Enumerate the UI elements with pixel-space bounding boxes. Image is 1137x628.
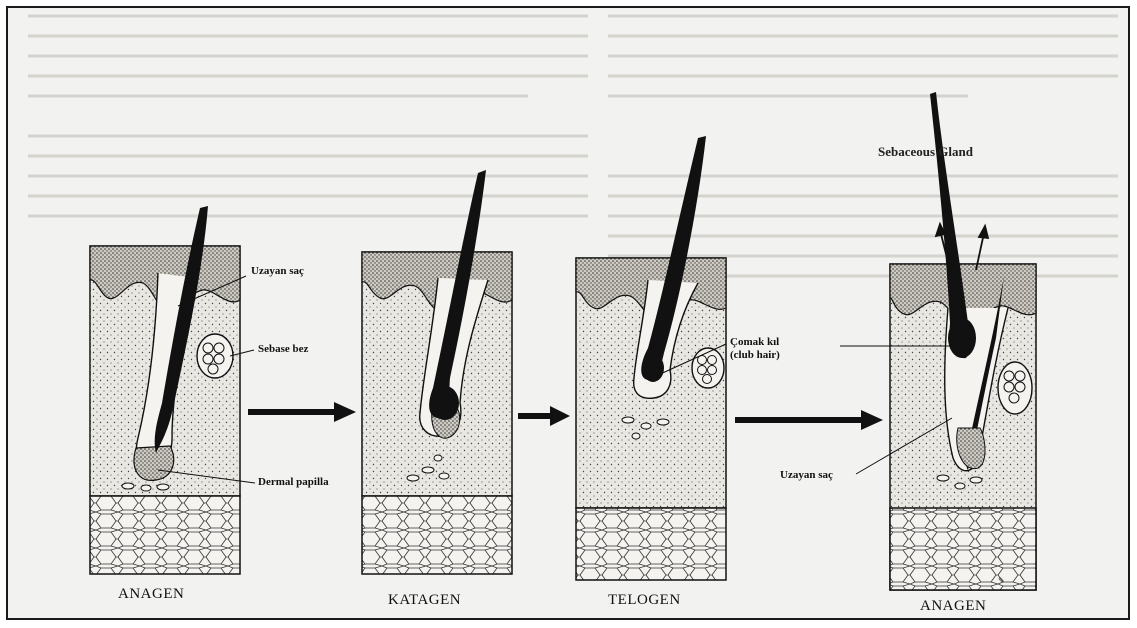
stage-label-anagen-2: ANAGEN xyxy=(920,598,986,615)
telogen-panel xyxy=(576,136,726,580)
arrow-telogen-to-anagen xyxy=(735,410,883,430)
transition-arrows xyxy=(248,402,883,430)
sebaceous-gland xyxy=(998,362,1032,414)
arrow-anagen-to-katagen xyxy=(248,402,356,422)
hair-cycle-diagram: ✎ xyxy=(8,8,1130,620)
label-uzayan-sac-1: Uzayan saç xyxy=(251,265,304,277)
stage-label-anagen-1: ANAGEN xyxy=(118,586,184,603)
anagen-panel-2: ✎ xyxy=(890,92,1036,590)
katagen-panel xyxy=(362,170,512,574)
label-uzayan-sac-2: Uzayan saç xyxy=(780,469,833,481)
label-dermal-papilla: Dermal papilla xyxy=(258,476,329,488)
artist-signature: ✎ xyxy=(998,576,1005,585)
label-sebase-bez: Sebase bez xyxy=(258,343,308,355)
diagram-frame: ✎ Uzayan saç Sebase bez Dermal papilla Ç… xyxy=(6,6,1130,620)
sebaceous-gland xyxy=(692,348,724,388)
stage-label-telogen: TELOGEN xyxy=(608,592,681,609)
label-comak-kil-line1: Çomak kıl xyxy=(730,336,780,349)
arrow-katagen-to-telogen xyxy=(518,406,570,426)
background-heading: Sebaceous Gland xyxy=(878,144,973,160)
label-club-hair: (club hair) xyxy=(730,349,780,362)
sebaceous-gland xyxy=(197,334,233,378)
leader-lines xyxy=(158,276,968,483)
anagen-panel-1 xyxy=(90,206,240,574)
label-comak-kil: Çomak kıl (club hair) xyxy=(730,336,780,362)
stage-label-katagen: KATAGEN xyxy=(388,592,461,609)
